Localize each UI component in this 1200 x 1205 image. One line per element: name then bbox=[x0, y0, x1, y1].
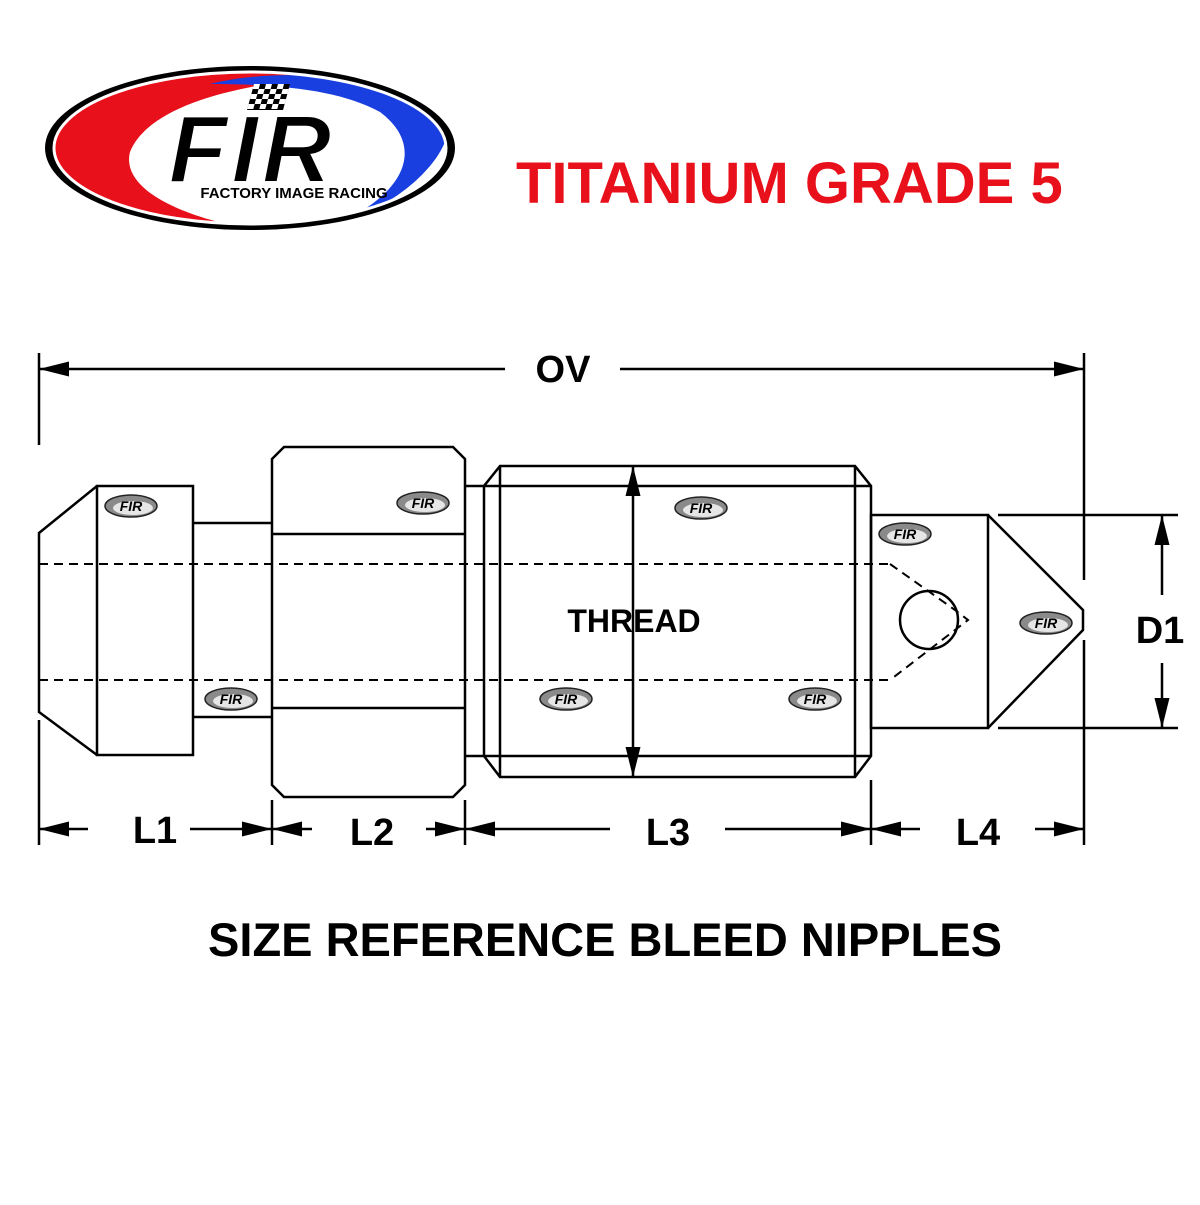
l3-label: L3 bbox=[646, 812, 690, 854]
l1-label: L1 bbox=[133, 810, 177, 852]
page-title: TITANIUM GRADE 5 bbox=[516, 151, 1063, 216]
l2-label: L2 bbox=[350, 812, 394, 854]
fir-logo: FIR FACTORY IMAGE RACING bbox=[40, 62, 460, 234]
ov-label: OV bbox=[536, 349, 592, 391]
fir-watermark-icons bbox=[104, 491, 1073, 711]
d1-label: D1 bbox=[1136, 610, 1185, 652]
thread-label: THREAD bbox=[567, 603, 700, 639]
l4-label: L4 bbox=[956, 812, 1000, 854]
logo-wordmark: FIR bbox=[169, 96, 336, 203]
logo-subtext: FACTORY IMAGE RACING bbox=[200, 185, 387, 202]
page-caption: SIZE REFERENCE BLEED NIPPLES bbox=[208, 913, 1002, 966]
